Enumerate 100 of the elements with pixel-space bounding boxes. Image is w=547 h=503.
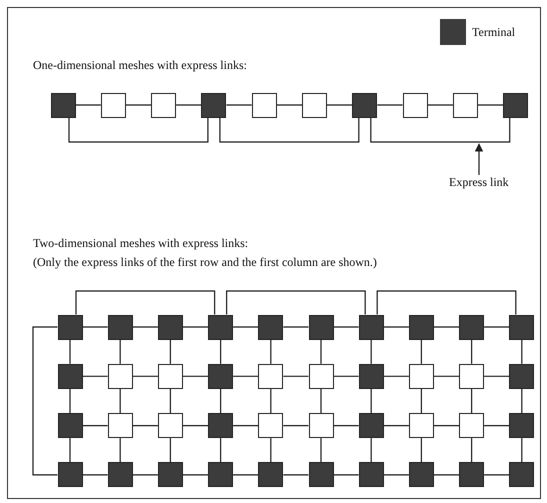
link-line	[334, 474, 359, 476]
link-line	[471, 340, 472, 364]
link-line	[233, 474, 258, 476]
link-line	[270, 438, 272, 462]
link-line	[182, 326, 208, 328]
terminal-box	[509, 462, 534, 488]
link-line	[76, 104, 101, 106]
leader-label: Express link	[449, 175, 509, 189]
link-line	[384, 376, 409, 377]
link-line	[320, 340, 322, 364]
link-line	[270, 340, 272, 364]
terminal-box	[358, 413, 384, 438]
link-line	[370, 388, 372, 414]
link-line	[334, 376, 359, 377]
link-line	[82, 474, 108, 476]
link-line	[120, 438, 121, 462]
link-line	[182, 376, 208, 377]
router-box	[108, 364, 133, 389]
section-heading: One-dimensional meshes with express links:	[33, 58, 247, 72]
leader-arrow	[474, 143, 484, 175]
link-line	[182, 425, 208, 426]
link-line	[384, 474, 409, 476]
link-line	[434, 425, 460, 426]
terminal-box	[108, 462, 133, 488]
link-line	[220, 438, 222, 462]
link-line	[384, 326, 409, 328]
link-line	[478, 104, 504, 106]
link-line	[484, 474, 510, 476]
link-line	[420, 438, 422, 462]
terminal-box	[208, 413, 234, 438]
terminal-box	[258, 462, 284, 488]
link-line	[69, 388, 71, 414]
link-line	[428, 104, 453, 106]
link-line	[120, 388, 121, 414]
link-line	[334, 425, 359, 426]
router-box	[158, 364, 183, 389]
terminal-box	[58, 314, 82, 340]
terminal-box	[58, 462, 82, 488]
link-line	[471, 388, 472, 414]
link-line	[484, 376, 510, 377]
express-link-line	[75, 290, 216, 314]
router-box	[408, 413, 434, 438]
link-line	[484, 326, 510, 328]
link-line	[220, 340, 222, 364]
router-box	[158, 413, 183, 438]
terminal-box	[358, 364, 384, 389]
terminal-box	[509, 364, 534, 389]
link-line	[434, 326, 460, 328]
link-line	[226, 104, 252, 106]
express-link-line	[376, 290, 516, 314]
express-link-line	[68, 118, 208, 143]
terminal-box	[208, 364, 234, 389]
link-line	[182, 474, 208, 476]
link-line	[283, 376, 308, 377]
router-box	[151, 92, 176, 118]
link-line	[132, 474, 158, 476]
link-line	[434, 474, 460, 476]
terminal-box	[308, 462, 334, 488]
terminal-box	[58, 413, 82, 438]
terminal-box	[58, 364, 82, 389]
router-box	[308, 364, 334, 389]
section-heading: Two-dimensional meshes with express links:	[33, 236, 248, 250]
link-line	[126, 104, 152, 106]
link-line	[370, 340, 372, 364]
terminal-box	[509, 413, 534, 438]
link-line	[170, 388, 171, 414]
terminal-box	[459, 314, 484, 340]
express-link-line	[32, 326, 58, 476]
express-link-line	[226, 290, 366, 314]
link-line	[233, 376, 258, 377]
link-line	[420, 340, 422, 364]
link-line	[320, 388, 322, 414]
link-line	[471, 438, 472, 462]
router-box	[258, 364, 284, 389]
link-line	[370, 438, 372, 462]
link-line	[320, 438, 322, 462]
terminal-box	[108, 314, 133, 340]
link-line	[484, 425, 510, 426]
link-line	[132, 376, 158, 377]
link-line	[132, 326, 158, 328]
express-link-line	[219, 118, 360, 143]
note-text: (Only the express links of the first row and the first column are shown.)	[33, 255, 377, 269]
router-box	[252, 92, 277, 118]
link-line	[170, 438, 171, 462]
router-box	[402, 92, 428, 118]
terminal-box	[158, 314, 183, 340]
link-line	[334, 326, 359, 328]
link-line	[170, 340, 171, 364]
link-line	[82, 326, 108, 328]
terminal-box	[358, 462, 384, 488]
terminal-box	[201, 92, 226, 118]
terminal-box	[308, 314, 334, 340]
terminal-box	[258, 314, 284, 340]
router-box	[100, 92, 126, 118]
router-box	[408, 364, 434, 389]
router-box	[308, 413, 334, 438]
router-box	[459, 364, 484, 389]
link-line	[521, 438, 522, 462]
router-box	[108, 413, 133, 438]
link-line	[384, 425, 409, 426]
